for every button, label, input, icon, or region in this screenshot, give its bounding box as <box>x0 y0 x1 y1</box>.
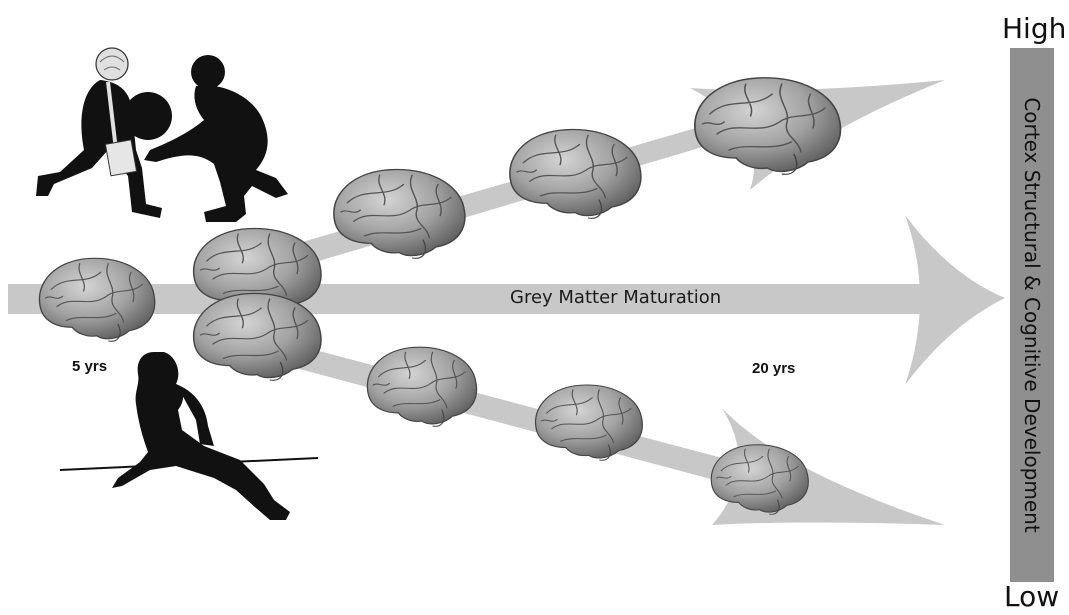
scale-high-label: High <box>1002 12 1066 45</box>
active-play-silhouette <box>36 48 288 222</box>
brain-lower-4 <box>711 445 808 514</box>
brain-lower-1 <box>194 293 321 380</box>
grey-matter-label: Grey Matter Maturation <box>510 287 721 308</box>
age-end-label: 20 yrs <box>752 360 795 377</box>
development-scale-label: Cortex Structural & Cognitive Developmen… <box>1020 97 1044 532</box>
brain-upper-3 <box>510 130 641 219</box>
scale-low-label: Low <box>1004 580 1059 613</box>
brain-upper-4 <box>695 78 841 174</box>
brain-start <box>39 258 154 341</box>
brain-lower-3 <box>536 385 643 460</box>
sedentary-child-silhouette <box>60 352 318 520</box>
age-start-label: 5 yrs <box>72 358 107 375</box>
brain-lower-2 <box>367 347 476 426</box>
